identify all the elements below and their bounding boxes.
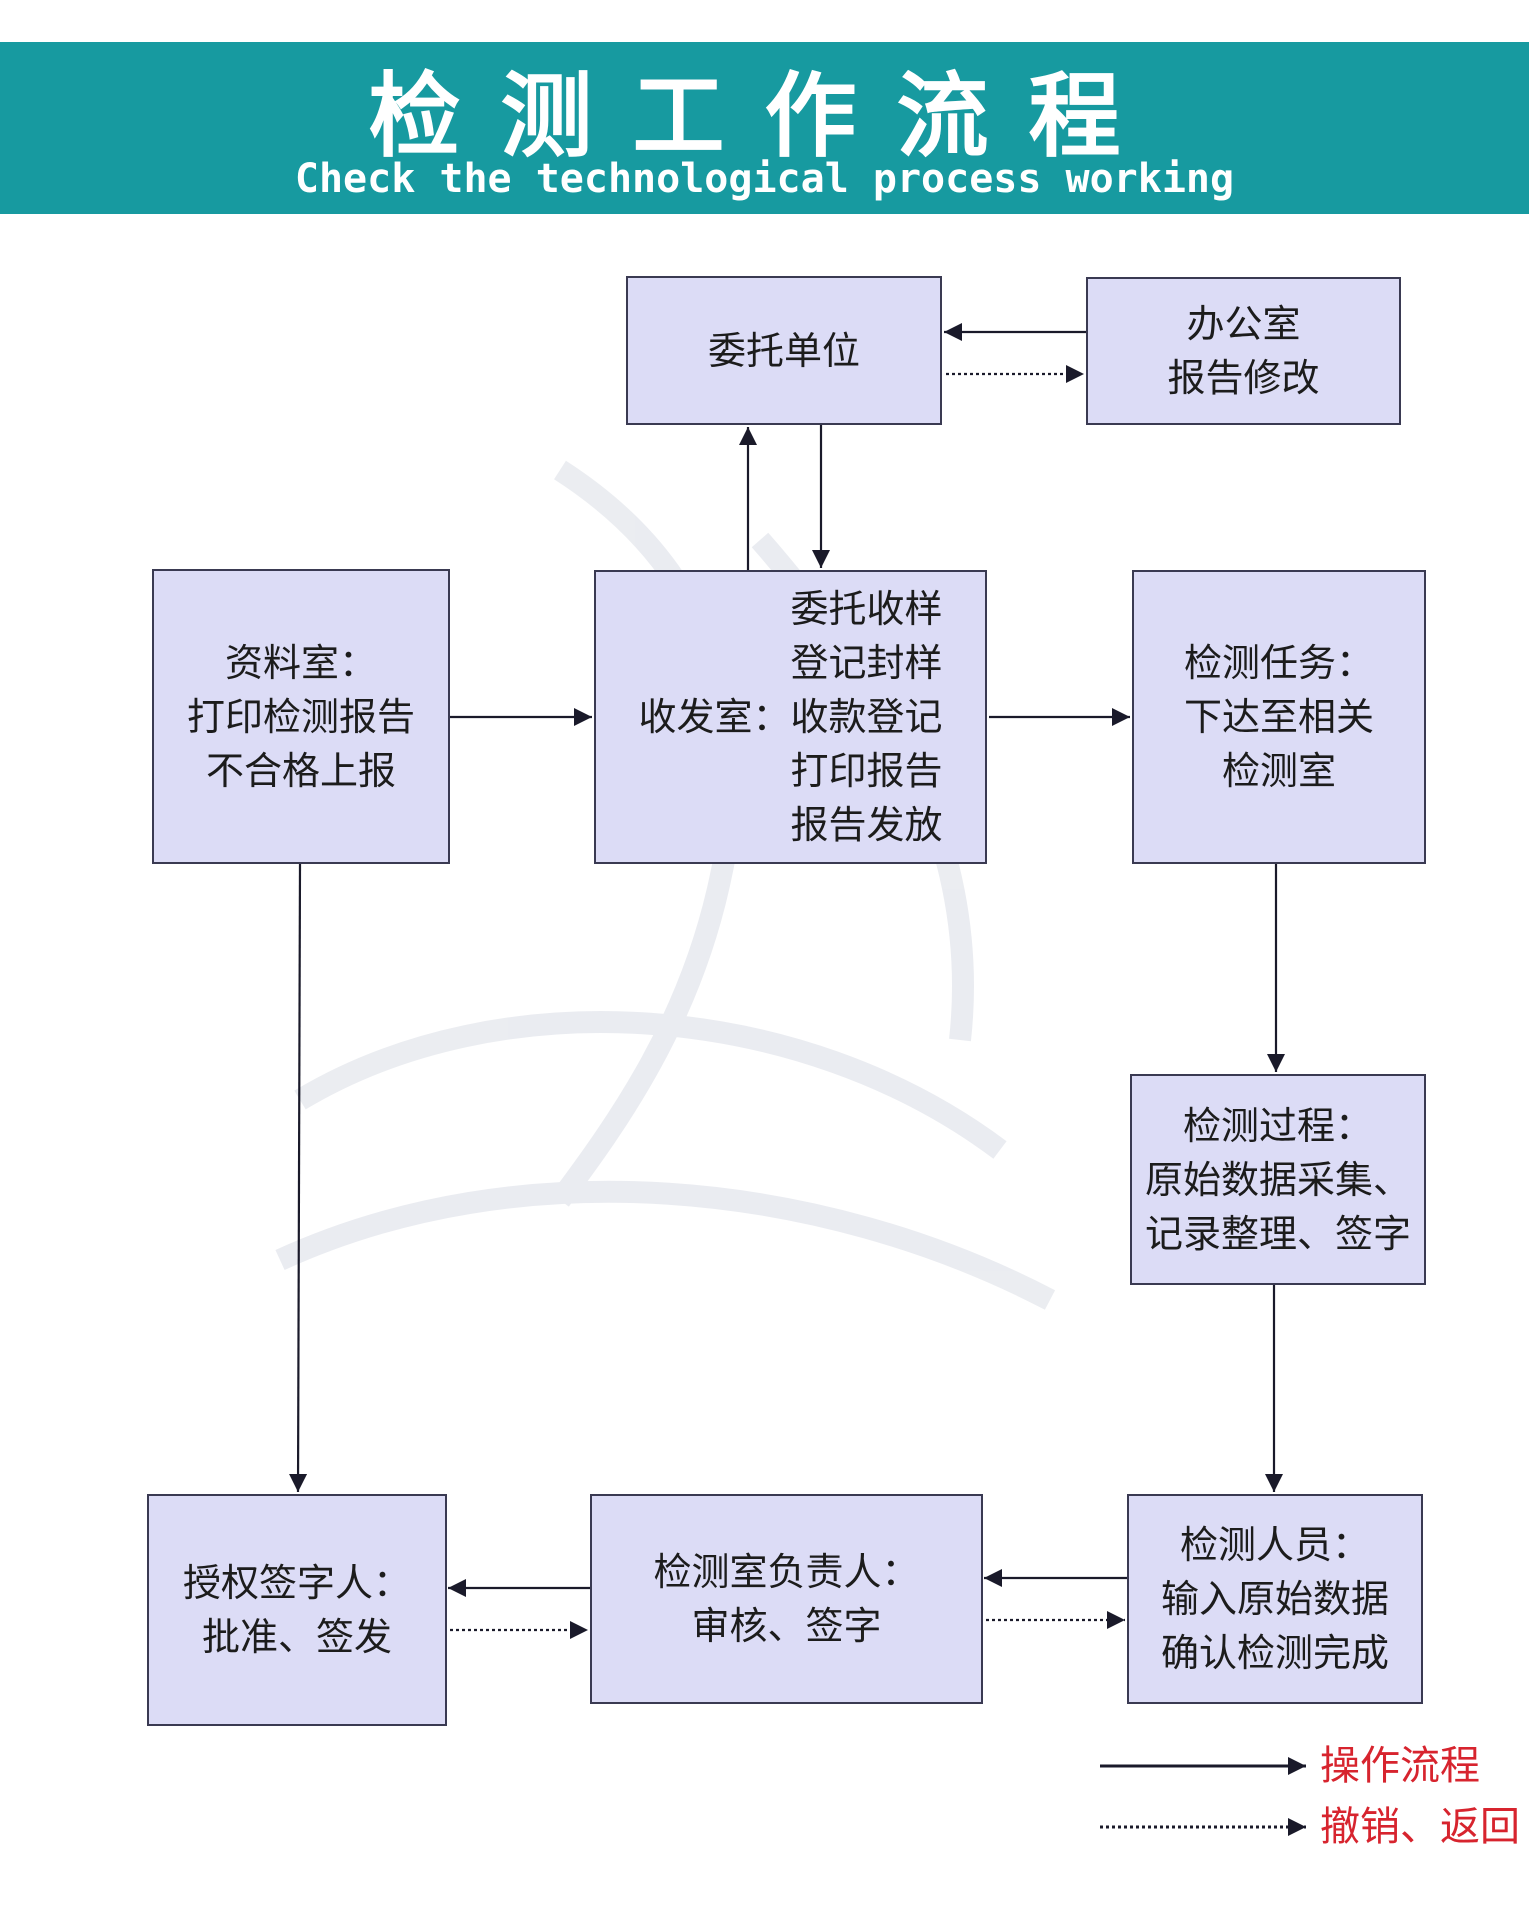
node-task: 检测任务： 下达至相关 检测室 xyxy=(1132,570,1426,864)
node-process-line-2: 原始数据采集、 xyxy=(1144,1157,1411,1202)
legend-revoke-return-label: 撤销、返回 xyxy=(1320,1804,1520,1850)
node-office-line-2: 报告修改 xyxy=(1167,356,1320,400)
arrow-archive-to-signatory xyxy=(289,863,308,1493)
node-reception-item-2: 登记封样 xyxy=(790,641,943,685)
node-reception-item-1: 委托收样 xyxy=(790,587,943,631)
page-subtitle: Check the technological process working xyxy=(294,156,1235,202)
node-lab-head: 检测室负责人： 审核、签字 xyxy=(590,1494,983,1704)
node-reception-label: 收发室： xyxy=(638,695,791,739)
node-reception-item-5: 报告发放 xyxy=(790,803,943,847)
node-task-line-3: 检测室 xyxy=(1221,749,1336,793)
node-tester-line-3: 确认检测完成 xyxy=(1160,1631,1389,1675)
node-lab-head-line-1: 检测室负责人： xyxy=(653,1550,920,1594)
node-reception-items: 委托收样 登记封样 收款登记 打印报告 报告发放 xyxy=(791,582,943,852)
header-banner: 检测工作流程 Check the technological process w… xyxy=(0,42,1529,214)
node-archive: 资料室： 打印检测报告 不合格上报 xyxy=(152,569,450,864)
node-signatory: 授权签字人： 批准、签发 xyxy=(147,1494,447,1726)
node-archive-line-2: 打印检测报告 xyxy=(186,694,415,739)
node-tester-line-2: 输入原始数据 xyxy=(1160,1577,1389,1621)
node-task-line-2: 下达至相关 xyxy=(1183,695,1374,739)
page-title: 检测工作流程 xyxy=(368,63,1161,170)
node-archive-line-3: 不合格上报 xyxy=(205,748,396,793)
node-tester-line-1: 检测人员： xyxy=(1179,1523,1370,1567)
node-process-line-3: 记录整理、签字 xyxy=(1144,1211,1411,1256)
node-lab-head-line-2: 审核、签字 xyxy=(691,1604,882,1648)
node-task-line-1: 检测任务： xyxy=(1183,641,1374,685)
node-client-line-1: 委托单位 xyxy=(707,328,860,373)
node-signatory-line-2: 批准、签发 xyxy=(201,1615,392,1659)
legend-operation-label: 操作流程 xyxy=(1320,1743,1480,1789)
node-tester: 检测人员： 输入原始数据 确认检测完成 xyxy=(1127,1494,1423,1704)
node-reception-item-4: 打印报告 xyxy=(790,749,943,793)
node-signatory-line-1: 授权签字人： xyxy=(182,1561,411,1605)
node-reception: 收发室： 委托收样 登记封样 收款登记 打印报告 报告发放 xyxy=(594,570,987,864)
node-office: 办公室 报告修改 xyxy=(1086,277,1401,425)
node-office-line-1: 办公室 xyxy=(1186,302,1301,346)
node-reception-item-3: 收款登记 xyxy=(790,695,943,739)
node-process-line-1: 检测过程： xyxy=(1182,1103,1373,1148)
node-client: 委托单位 xyxy=(626,276,942,425)
node-process: 检测过程： 原始数据采集、 记录整理、签字 xyxy=(1130,1074,1426,1285)
node-archive-line-1: 资料室： xyxy=(224,640,377,685)
